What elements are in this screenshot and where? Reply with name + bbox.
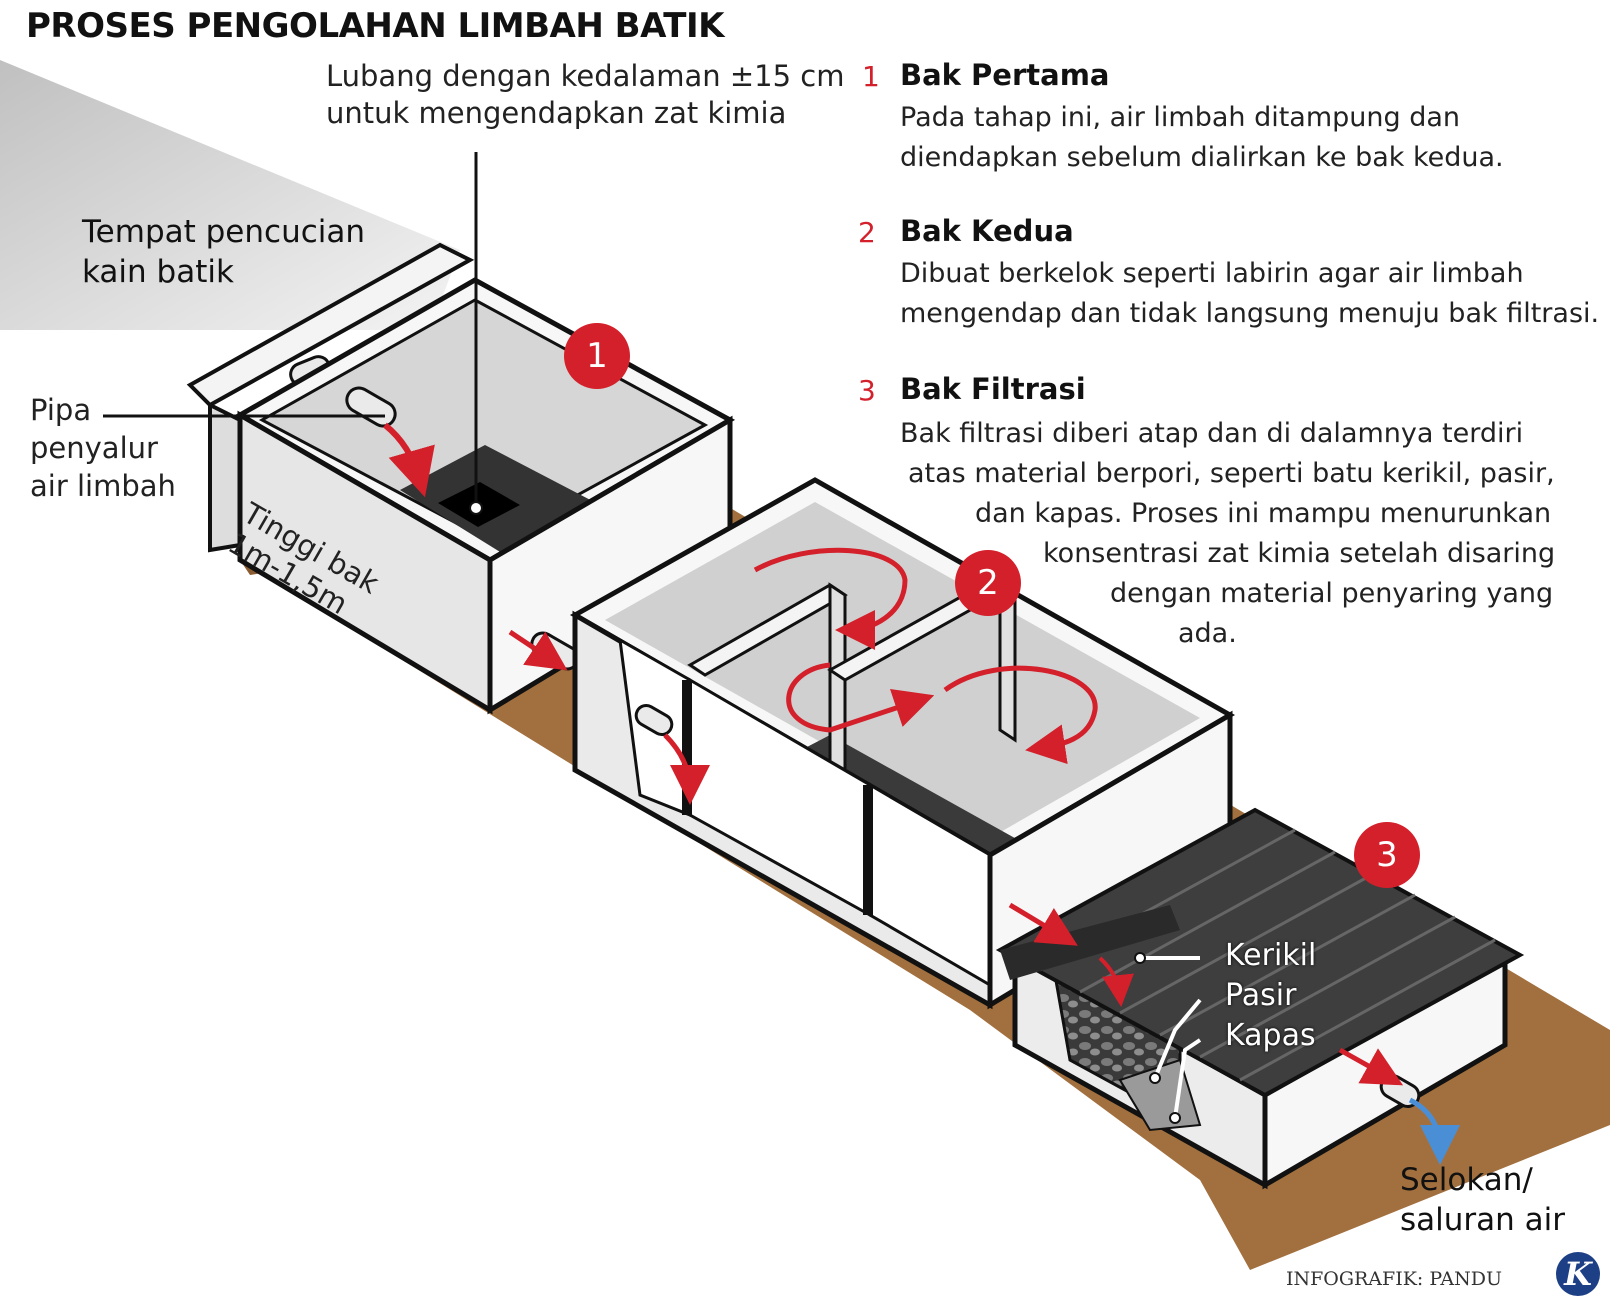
drain-label-line-1: Selokan/ xyxy=(1400,1162,1533,1198)
step-2-number: 2 xyxy=(858,216,876,249)
material-label-cotton: Kapas xyxy=(1225,1018,1316,1053)
step-2-line-1: Dibuat berkelok seperti labirin agar air… xyxy=(900,258,1524,289)
badge-1: 1 xyxy=(564,323,630,389)
pipe-label-line-2: penyalur xyxy=(30,431,158,465)
credit-text: INFOGRAFIK: PANDU xyxy=(1285,1268,1502,1290)
step-3-line-1: Bak filtrasi diberi atap dan di dalamnya… xyxy=(900,418,1524,449)
page-title: PROSES PENGOLAHAN LIMBAH BATIK xyxy=(26,6,724,46)
badge-3: 3 xyxy=(1354,822,1420,888)
badge-2: 2 xyxy=(955,550,1021,616)
step-1-line-1: Pada tahap ini, air limbah ditampung dan xyxy=(900,102,1461,133)
washing-place xyxy=(186,242,475,408)
step-1-line-2: diendapkan sebelum dialirkan ke bak kedu… xyxy=(900,142,1504,173)
pipe-label-line-1: Pipa xyxy=(30,393,92,427)
material-label-gravel: Kerikil xyxy=(1225,938,1317,973)
background-shadow xyxy=(0,60,460,330)
hole-note-line-1: Lubang dengan kedalaman ±15 cm xyxy=(326,59,845,93)
step-3-number: 3 xyxy=(858,374,876,407)
tank3-roof xyxy=(995,807,1525,1098)
washing-label-line-1: Tempat pencucian xyxy=(82,214,366,250)
step-3-line-2: atas material berpori, seperti batu keri… xyxy=(908,458,1555,489)
step-3-line-3: dan kapas. Proses ini mampu menurunkan xyxy=(975,498,1552,529)
step-3-line-5: dengan material penyaring yang xyxy=(1110,578,1554,609)
step-3-line-6: ada. xyxy=(1178,618,1237,649)
material-label-sand: Pasir xyxy=(1225,978,1297,1013)
drain-label-line-2: saluran air xyxy=(1400,1202,1566,1238)
step-1-heading: Bak Pertama xyxy=(900,58,1110,92)
hole-note-line-2: untuk mengendapkan zat kimia xyxy=(326,96,787,130)
publisher-logo-icon: K xyxy=(1556,1252,1600,1296)
outflow-arrow xyxy=(1408,1097,1460,1165)
step-3-heading: Bak Filtrasi xyxy=(900,372,1086,406)
step-2-heading: Bak Kedua xyxy=(900,214,1074,248)
step-1-number: 1 xyxy=(862,60,880,93)
pipe-label-line-3: air limbah xyxy=(30,469,176,503)
step-3-line-4: konsentrasi zat kimia setelah disaring xyxy=(1043,538,1556,569)
washing-label-line-2: kain batik xyxy=(82,254,234,290)
step-2-line-2: mengendap dan tidak langsung menuju bak … xyxy=(900,298,1600,329)
